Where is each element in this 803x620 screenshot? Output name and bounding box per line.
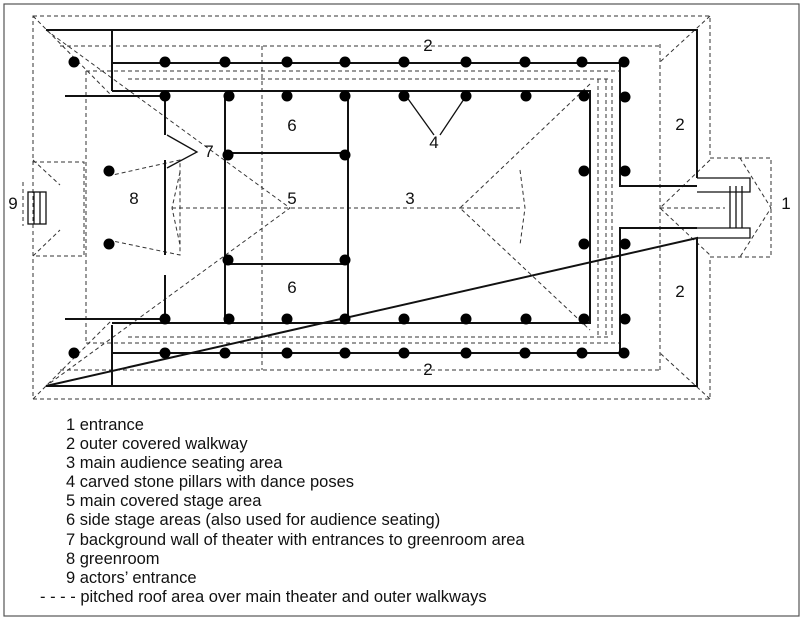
pillar bbox=[339, 254, 351, 266]
pillar bbox=[339, 347, 351, 359]
legend-item: 7 background wall of theater with entran… bbox=[66, 531, 525, 549]
pillar bbox=[339, 90, 351, 102]
legend-item: 1 entrance bbox=[66, 416, 144, 434]
label-walkway-top: 2 bbox=[423, 36, 432, 55]
pillar bbox=[398, 90, 410, 102]
pillar bbox=[578, 165, 590, 177]
pillar bbox=[398, 56, 410, 68]
pillar bbox=[68, 347, 80, 359]
pillar bbox=[520, 313, 532, 325]
pillar bbox=[619, 91, 631, 103]
pillar bbox=[398, 347, 410, 359]
pillar bbox=[223, 90, 235, 102]
pillar bbox=[578, 238, 590, 250]
label-background-wall: 7 bbox=[204, 142, 213, 161]
pillar bbox=[398, 313, 410, 325]
legend-item: 8 greenroom bbox=[66, 550, 160, 568]
pillar bbox=[223, 313, 235, 325]
pillar bbox=[460, 313, 472, 325]
pillar bbox=[618, 347, 630, 359]
label-walkway-bottom: 2 bbox=[423, 360, 432, 379]
legend: 1 entrance 2 outer covered walkway 3 mai… bbox=[40, 416, 525, 606]
actors-entrance-steps bbox=[27, 191, 47, 225]
pillar bbox=[219, 347, 231, 359]
label-main-stage: 5 bbox=[287, 189, 296, 208]
callout-lines bbox=[166, 95, 467, 169]
pillar bbox=[281, 56, 293, 68]
pillar bbox=[578, 90, 590, 102]
figure-frame bbox=[3, 3, 800, 617]
label-actors-entrance: 9 bbox=[8, 194, 17, 213]
pillar bbox=[159, 56, 171, 68]
pillar bbox=[576, 56, 588, 68]
roof-outline bbox=[22, 15, 772, 400]
pillar bbox=[159, 347, 171, 359]
pillar bbox=[68, 56, 80, 68]
pillar bbox=[578, 313, 590, 325]
pillar bbox=[339, 149, 351, 161]
pillar bbox=[219, 56, 231, 68]
pillar bbox=[460, 90, 472, 102]
pillar bbox=[281, 313, 293, 325]
pillar bbox=[619, 238, 631, 250]
label-greenroom: 8 bbox=[129, 189, 138, 208]
pillar bbox=[222, 149, 234, 161]
pillar bbox=[339, 56, 351, 68]
pillar bbox=[619, 313, 631, 325]
pillar bbox=[103, 165, 115, 177]
pillar bbox=[460, 347, 472, 359]
pillar bbox=[159, 90, 171, 102]
pillar bbox=[339, 313, 351, 325]
pillar bbox=[281, 90, 293, 102]
label-entrance: 1 bbox=[781, 194, 790, 213]
pillar bbox=[103, 238, 115, 250]
legend-item: 6 side stage areas (also used for audien… bbox=[66, 511, 440, 529]
legend-item: 9 actors’ entrance bbox=[66, 569, 197, 587]
label-side-stage-bottom: 6 bbox=[287, 278, 296, 297]
pillar bbox=[281, 347, 293, 359]
label-walkway-right-lower: 2 bbox=[675, 282, 684, 301]
pillar bbox=[519, 347, 531, 359]
pillar bbox=[222, 254, 234, 266]
pillar bbox=[576, 347, 588, 359]
legend-item-roof: - - - - pitched roof area over main thea… bbox=[40, 588, 487, 606]
label-pillars: 4 bbox=[429, 133, 438, 152]
label-audience: 3 bbox=[405, 189, 414, 208]
pillar bbox=[519, 56, 531, 68]
pillar bbox=[618, 56, 630, 68]
legend-item: 4 carved stone pillars with dance poses bbox=[66, 473, 354, 491]
pillars bbox=[68, 56, 631, 359]
label-walkway-right-upper: 2 bbox=[675, 115, 684, 134]
pillar bbox=[520, 90, 532, 102]
pillar bbox=[159, 313, 171, 325]
legend-item: 5 main covered stage area bbox=[66, 492, 262, 510]
label-side-stage-top: 6 bbox=[287, 116, 296, 135]
walls bbox=[27, 29, 751, 387]
pillar bbox=[619, 165, 631, 177]
pillar bbox=[460, 56, 472, 68]
legend-item: 3 main audience seating area bbox=[66, 454, 283, 472]
legend-item: 2 outer covered walkway bbox=[66, 435, 248, 453]
